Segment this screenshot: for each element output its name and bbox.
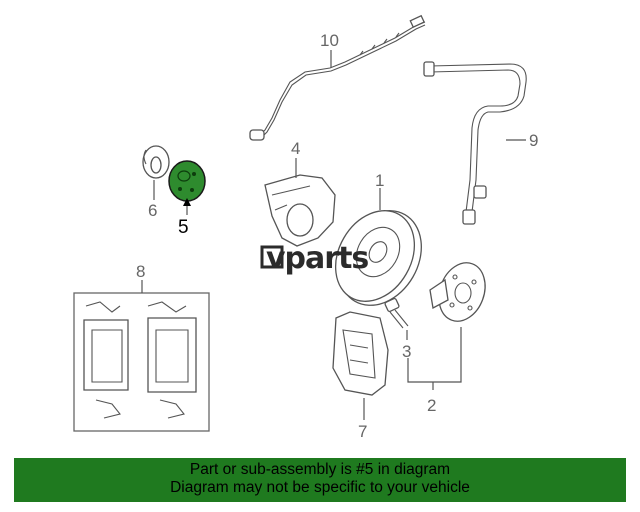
info-banner: Part or sub-assembly is #5 in diagram Di… xyxy=(14,458,626,502)
parts-diagram: vparts 10 9 4 1 5 6 8 3 2 7 xyxy=(73,14,538,441)
callout-3: 3 xyxy=(402,342,411,361)
callout-2: 2 xyxy=(427,396,436,415)
callout-1: 1 xyxy=(375,171,384,190)
leader-lines xyxy=(141,50,526,420)
banner-line-1: Part or sub-assembly is #5 in diagram xyxy=(189,461,451,478)
callout-9: 9 xyxy=(529,131,538,150)
callout-6: 6 xyxy=(148,201,157,220)
callout-4: 4 xyxy=(291,139,300,158)
banner-line-2: Diagram may not be specific to your vehi… xyxy=(170,479,470,496)
vparts-watermark: vparts xyxy=(260,241,369,276)
part-1-brake-rotor[interactable] xyxy=(320,196,438,321)
part-10-wear-sensor[interactable] xyxy=(249,14,426,141)
svg-text:vparts: vparts xyxy=(266,241,368,276)
callout-7: 7 xyxy=(358,422,367,441)
callout-8: 8 xyxy=(136,262,145,281)
callout-5: 5 xyxy=(178,217,189,238)
part-9-brake-hose[interactable] xyxy=(423,61,527,225)
part-6-clip[interactable] xyxy=(142,145,170,179)
part-2-wheel-hub[interactable] xyxy=(429,256,493,327)
callout-10: 10 xyxy=(320,31,339,50)
part-4-splash-shield[interactable] xyxy=(264,174,336,247)
part-3-bolt[interactable] xyxy=(384,297,409,329)
part-8-brake-pad-kit[interactable] xyxy=(73,292,210,432)
part-7-caliper-bracket[interactable] xyxy=(332,311,389,396)
part-5-cap-highlighted[interactable] xyxy=(168,160,206,202)
